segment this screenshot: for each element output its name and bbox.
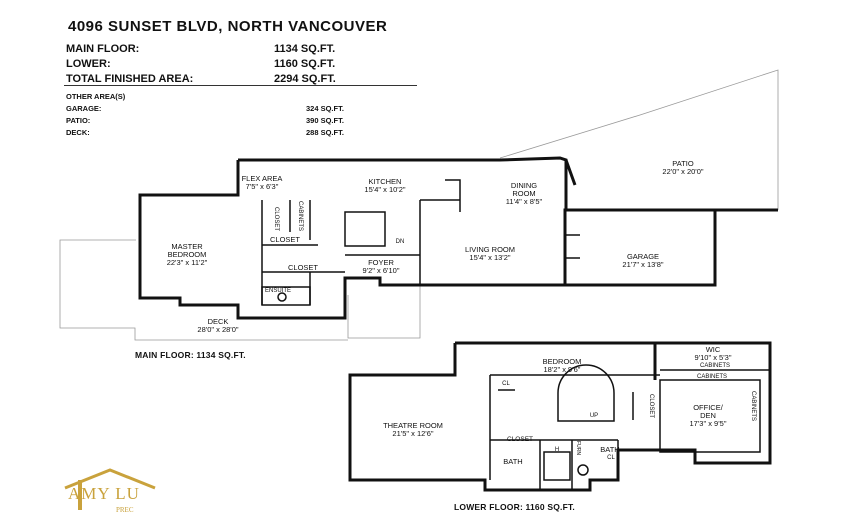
closet-vertical-label: CLOSET: [648, 393, 654, 419]
area-value: 2294 SQ.FT.: [274, 73, 336, 85]
room-dimensions: 17'3" x 9'5": [689, 419, 727, 428]
room-name-line2: DEN: [700, 411, 716, 420]
lower-floor-caption: LOWER FLOOR: 1160 SQ.FT.: [454, 502, 575, 512]
room-name: KITCHEN: [368, 177, 402, 186]
other-value: 390 SQ.FT.: [306, 116, 344, 125]
other-label: DECK:: [66, 128, 90, 137]
cabinets-vertical-label: CABINETS: [750, 390, 756, 422]
room-dimensions: 18'2" x 9'6": [543, 365, 581, 374]
closet-label: CL: [502, 381, 510, 387]
divider: [64, 85, 417, 86]
room-dimensions: 28'0" x 28'0": [197, 325, 239, 334]
room-bath: BATH: [600, 445, 620, 454]
other-areas: OTHER AREA(S) GARAGE: 324 SQ.FT. PATIO: 39…: [66, 91, 344, 139]
room-name: FLEX AREA: [241, 174, 283, 183]
lower-floor-walls: [348, 341, 772, 492]
logo-name: AMY LU: [68, 484, 140, 503]
main-floor-walls: [138, 156, 778, 320]
area-row-lower: LOWER: 1160 SQ.FT.: [66, 57, 336, 72]
room-dimensions: 7'5" x 6'3": [245, 182, 279, 191]
stairs-down-label: DN: [395, 239, 405, 245]
area-value: 1160 SQ.FT.: [274, 58, 336, 70]
room-name-line2: BEDROOM: [167, 250, 207, 259]
cabinets-label: CABINETS: [696, 374, 728, 380]
room-dimensions: 15'4" x 10'2": [364, 185, 406, 194]
room-dimensions: 22'0" x 20'0": [662, 167, 704, 176]
other-label: PATIO:: [66, 116, 91, 125]
room-name: DINING: [510, 181, 538, 190]
outdoor-outlines: [59, 69, 779, 341]
room-dimensions: 22'3" x 11'2": [166, 258, 208, 267]
area-summary: MAIN FLOOR: 1134 SQ.FT. LOWER: 1160 SQ.FT.…: [66, 42, 336, 87]
room-name: THEATRE ROOM: [383, 421, 443, 430]
room-name: OFFICE/: [693, 403, 723, 412]
area-row-total: TOTAL FINISHED AREA: 2294 SQ.FT.: [66, 72, 336, 87]
other-value: 324 SQ.FT.: [306, 104, 344, 113]
room-dimensions: 15'4" x 13'2": [469, 253, 511, 262]
other-row: GARAGE: 324 SQ.FT.: [66, 103, 344, 115]
room-bath: BATH: [503, 457, 523, 466]
room-name: GARAGE: [626, 252, 660, 261]
room-name: LIVING ROOM: [464, 245, 516, 254]
room-name: PATIO: [672, 159, 694, 168]
room-name: WIC: [705, 345, 721, 354]
stairs-up-label: UP: [589, 413, 599, 419]
closet-vertical-label: CLOSET: [273, 206, 279, 232]
room-name-line2: ROOM: [512, 189, 536, 198]
room-name: FOYER: [368, 258, 394, 267]
room-dimensions: 9'2" x 6'10": [362, 266, 400, 275]
other-areas-title: OTHER AREA(S): [66, 92, 126, 101]
other-label: GARAGE:: [66, 104, 102, 113]
room-name: DECK: [207, 317, 229, 326]
other-row: DECK: 288 SQ.FT.: [66, 127, 344, 139]
ensuite-label: ENSUITE: [264, 288, 292, 294]
main-floor-caption: MAIN FLOOR: 1134 SQ.FT.: [135, 350, 246, 360]
closet-label: CLOSET: [506, 436, 534, 443]
other-value: 288 SQ.FT.: [306, 128, 344, 137]
cabinets-label: CABINETS: [699, 363, 731, 369]
heater-label: H: [554, 447, 560, 453]
room-dimensions: 21'7" x 13'8": [622, 260, 664, 269]
other-row: PATIO: 390 SQ.FT.: [66, 115, 344, 127]
area-label: LOWER:: [66, 58, 111, 70]
room-name: MASTER: [171, 242, 203, 251]
closet-label: CL: [607, 455, 615, 461]
area-row-main: MAIN FLOOR: 1134 SQ.FT.: [66, 42, 336, 57]
room-dimensions: 11'4" x 8'5": [505, 197, 543, 206]
closet-label: CLOSET: [269, 235, 301, 244]
logo-subtitle: PREC: [116, 506, 134, 514]
logo-roof-icon: [64, 468, 156, 510]
cabinets-vertical-label: CABINETS: [297, 200, 303, 232]
page-title: 4096 SUNSET BLVD, NORTH VANCOUVER: [68, 18, 388, 35]
area-label: MAIN FLOOR:: [66, 43, 140, 55]
room-dimensions: 21'5" x 12'6": [392, 429, 434, 438]
closet-label: CLOSET: [287, 263, 319, 272]
room-name: BEDROOM: [542, 357, 582, 366]
furnace-label: FURN: [575, 441, 581, 455]
brand-logo: AMY LU PREC: [40, 466, 180, 521]
area-value: 1134 SQ.FT.: [274, 43, 336, 55]
area-label: TOTAL FINISHED AREA:: [66, 73, 194, 85]
main-floor-interior: [261, 179, 580, 306]
room-dimensions: 9'10" x 5'3": [694, 353, 732, 362]
lower-floor-interior: [489, 364, 770, 490]
